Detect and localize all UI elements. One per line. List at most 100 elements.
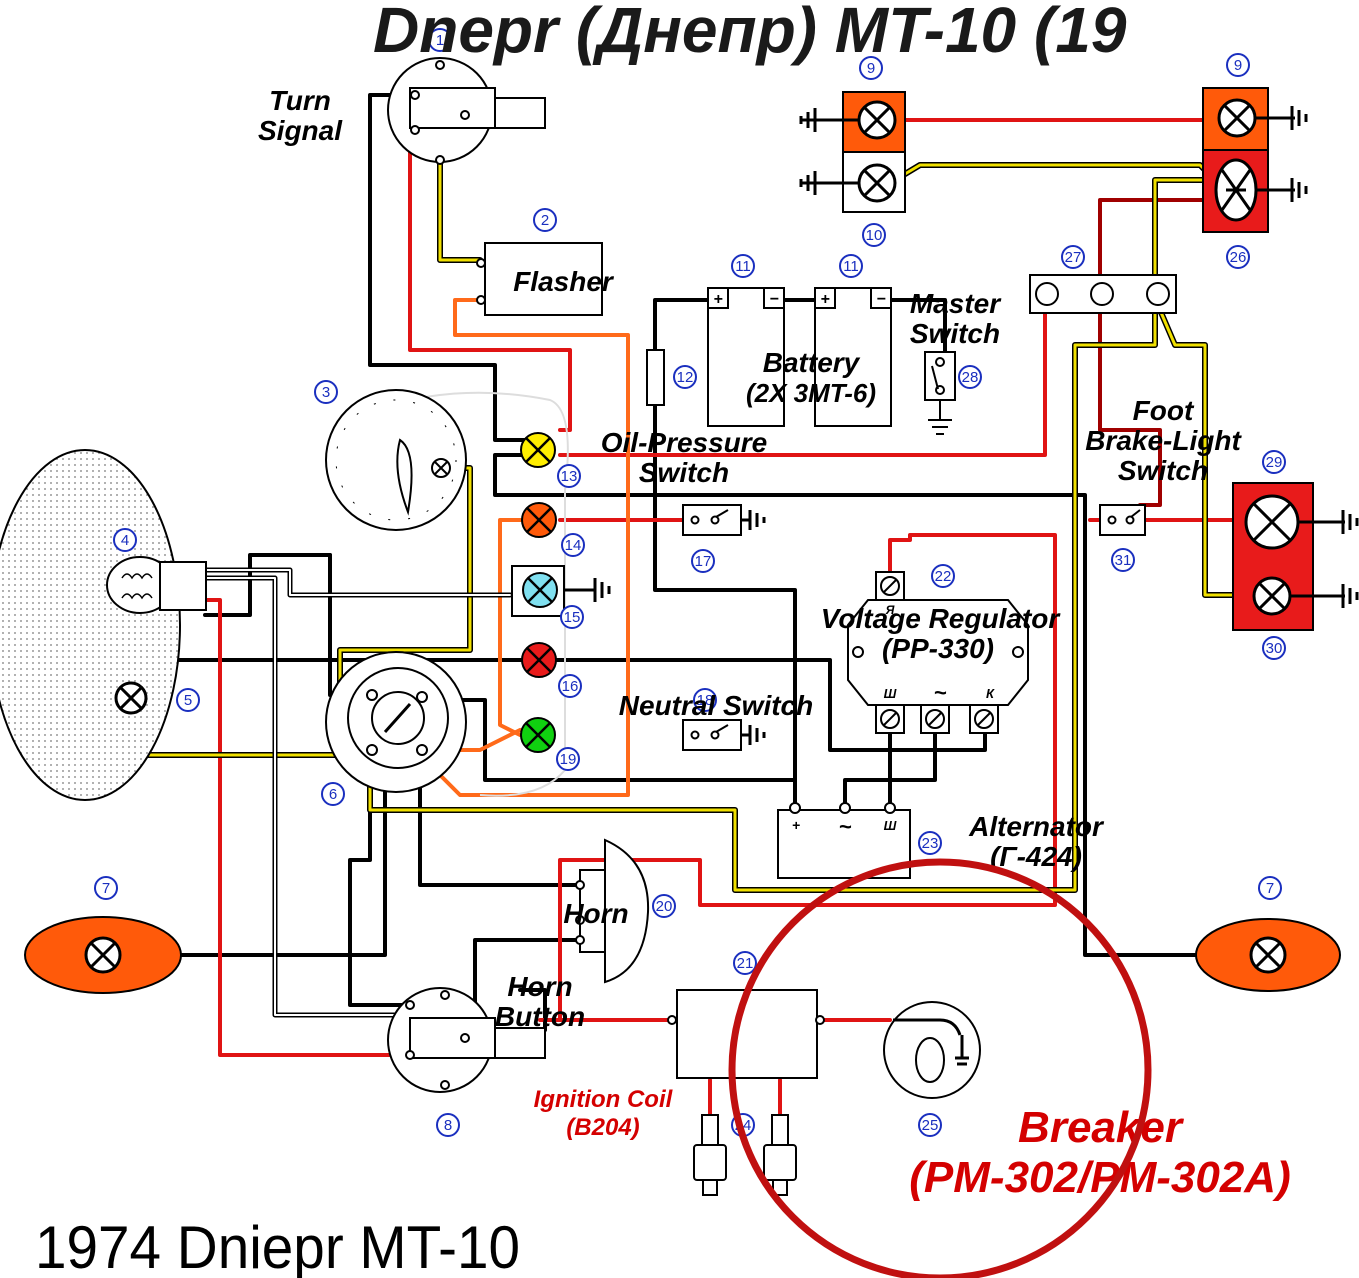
number-12: 12: [677, 369, 694, 386]
label-breaker-model: (PM-302/PM-302A): [909, 1153, 1290, 1202]
junction-block: [1029, 274, 1177, 314]
wires-grey: [202, 567, 513, 1018]
number-23: 23: [922, 835, 939, 852]
spark-plug-left: [693, 1114, 727, 1196]
page-title: Dnepr (Днепр) MT-10 (19: [373, 0, 1127, 66]
number-26: 26: [1230, 249, 1247, 266]
horn: [575, 838, 650, 984]
battery2-minus: −: [876, 291, 885, 308]
neutral-switch: [682, 719, 766, 751]
label-voltage-regulator: Voltage Regulator: [821, 603, 1062, 634]
number-3: 3: [322, 384, 330, 401]
headlight: [0, 449, 207, 801]
label-ignition-coil: Ignition Coil: [534, 1086, 674, 1113]
turn-signal-switch: [387, 57, 546, 165]
number-1: 1: [436, 32, 444, 49]
turn-lamp-left: [24, 916, 182, 994]
label-neutral-switch: Neutral Switch: [619, 690, 813, 721]
vr-terminal-k: К: [986, 686, 995, 701]
flasher: [476, 242, 603, 316]
alt-terminal-plus: +: [792, 817, 800, 833]
alt-terminal-tilde: ~: [839, 814, 852, 839]
number-25: 25: [922, 1117, 939, 1134]
fuse: [646, 349, 665, 406]
front-turn-lamp-left: [799, 91, 906, 153]
number-31: 31: [1115, 552, 1132, 569]
number-9-right: 9: [1234, 57, 1242, 74]
number-11-left: 11: [735, 258, 751, 275]
caption: 1974 Dniepr MT-10: [35, 1214, 520, 1278]
number-2: 2: [541, 212, 549, 229]
number-21: 21: [737, 955, 754, 972]
label-alternator-model: (Г-424): [990, 841, 1082, 872]
vr-terminal-sh: Ш: [884, 686, 897, 701]
speedometer: [325, 389, 569, 797]
number-30: 30: [1266, 640, 1283, 657]
number-4: 4: [121, 532, 129, 549]
number-6: 6: [329, 786, 337, 803]
number-16: 16: [562, 678, 579, 695]
charge-lamp: [521, 502, 557, 538]
battery2-plus: +: [820, 291, 829, 308]
number-22: 22: [935, 568, 952, 585]
number-8: 8: [444, 1117, 452, 1134]
number-10: 10: [866, 227, 883, 244]
tail-stop-lamp: [1202, 149, 1308, 233]
battery1-minus: −: [769, 291, 778, 308]
label-horn: Horn: [563, 898, 628, 929]
oil-pressure-switch: [682, 504, 766, 536]
number-11-right: 11: [843, 258, 859, 275]
number-17: 17: [695, 553, 712, 570]
number-5: 5: [184, 692, 192, 709]
number-13: 13: [561, 468, 578, 485]
high-beam-lamp: [511, 565, 611, 617]
battery: + − + −: [707, 287, 892, 427]
label-breaker: Breaker: [1018, 1103, 1185, 1152]
neutral-lamp: [520, 717, 556, 753]
rear-stop-lamp: [1232, 482, 1359, 631]
number-20: 20: [656, 898, 673, 915]
number-19: 19: [560, 751, 577, 768]
vr-terminal-ya: Я: [885, 603, 895, 617]
number-9-left: 9: [867, 60, 875, 77]
turn-lamp-right: [1195, 918, 1341, 992]
number-7-left: 7: [102, 880, 110, 897]
number-27: 27: [1065, 249, 1082, 266]
highlight-circle: [728, 858, 1152, 1278]
number-29: 29: [1266, 454, 1283, 471]
master-switch: [924, 351, 956, 435]
number-7-right: 7: [1266, 880, 1274, 897]
label-voltage-regulator-model: (PP-330): [882, 633, 994, 664]
rear-turn-lamp-right: [1202, 87, 1308, 151]
battery1-plus: +: [713, 291, 722, 308]
number-18: 18: [697, 692, 714, 709]
breaker: [883, 1001, 981, 1099]
horn-button-switch: [387, 987, 546, 1093]
ignition-coil: [667, 989, 825, 1079]
number-15: 15: [564, 609, 581, 626]
number-14: 14: [565, 537, 582, 554]
alt-terminal-sh: Ш: [884, 818, 897, 833]
label-battery: Battery: [763, 347, 861, 378]
ignition-switch: [325, 651, 467, 793]
label-battery-model: (2X 3MT-6): [746, 378, 876, 408]
parking-lamp: [799, 151, 906, 213]
foot-brake-switch: [1099, 504, 1146, 536]
voltage-regulator: Я Ш ~ К: [847, 571, 1029, 734]
component-numbers: 1 2 3 4 5 6 7 7 8 9 9 10 11 11 12 13 14 …: [94, 28, 1286, 1137]
label-flasher: Flasher: [513, 266, 615, 297]
spark-plug-right: [763, 1114, 797, 1196]
turn-indicator-lamp: [521, 642, 557, 678]
vr-terminal-tilde: ~: [934, 680, 947, 705]
number-28: 28: [962, 369, 979, 386]
label-alternator: Alternator: [968, 811, 1105, 842]
oil-pressure-lamp: [520, 432, 556, 468]
